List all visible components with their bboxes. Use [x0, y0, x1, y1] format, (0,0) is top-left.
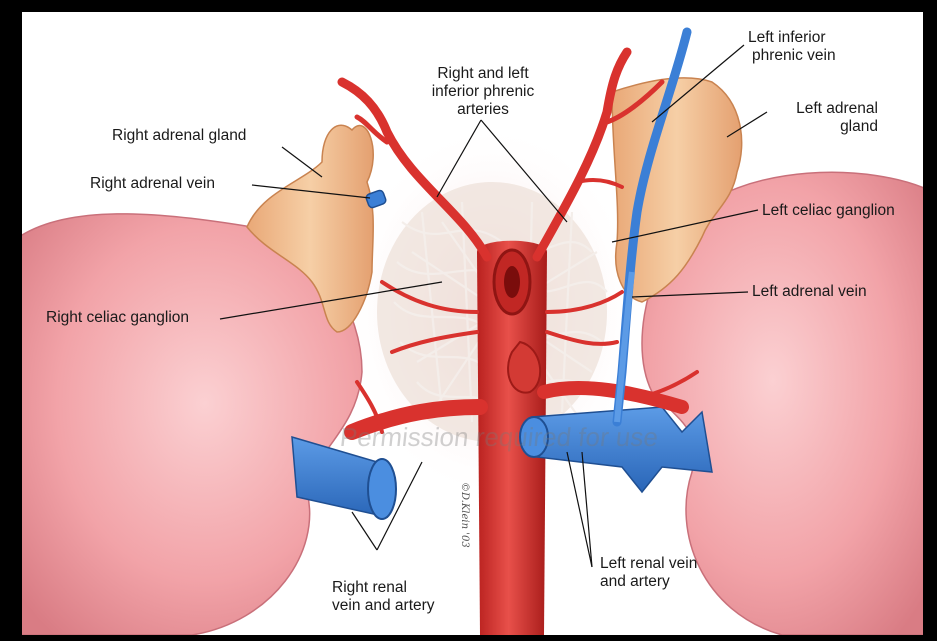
label-right-renal-line1: Right renal [332, 579, 435, 597]
illustration-frame: Right adrenal gland Right adrenal vein R… [22, 12, 923, 635]
artist-signature: ©D.Klein '03 [459, 482, 470, 548]
label-left-renal-line1: Left renal vein [600, 555, 697, 573]
label-left-adrenal-vein: Left adrenal vein [752, 283, 867, 301]
label-phrenic-arteries: Right and left inferior phrenic arteries [420, 65, 546, 119]
label-left-adrenal-gland: Left adrenal gland [770, 100, 878, 136]
watermark: Permission required for use [338, 422, 659, 453]
label-left-renal-vein-and-artery: Left renal vein and artery [600, 555, 697, 591]
label-left-renal-line2: and artery [600, 573, 697, 591]
label-right-renal-line2: vein and artery [332, 597, 435, 615]
label-left-inferior-phrenic-vein-line1: Left inferior [748, 29, 836, 47]
label-left-adrenal-gland-line2: gland [770, 118, 878, 136]
label-right-celiac-ganglion: Right celiac ganglion [46, 309, 189, 327]
label-phrenic-arteries-line1: Right and left [420, 65, 546, 83]
label-right-adrenal-gland: Right adrenal gland [112, 127, 246, 145]
label-phrenic-arteries-line2: inferior phrenic [420, 83, 546, 101]
label-left-adrenal-gland-line1: Left adrenal [770, 100, 878, 118]
label-left-inferior-phrenic-vein: Left inferior phrenic vein [748, 29, 836, 65]
label-left-celiac-ganglion: Left celiac ganglion [762, 202, 895, 220]
label-right-renal-vein-and-artery: Right renal vein and artery [332, 579, 435, 615]
label-right-adrenal-vein: Right adrenal vein [90, 175, 215, 193]
label-phrenic-arteries-line3: arteries [420, 101, 546, 119]
label-left-inferior-phrenic-vein-line2: phrenic vein [748, 47, 836, 65]
